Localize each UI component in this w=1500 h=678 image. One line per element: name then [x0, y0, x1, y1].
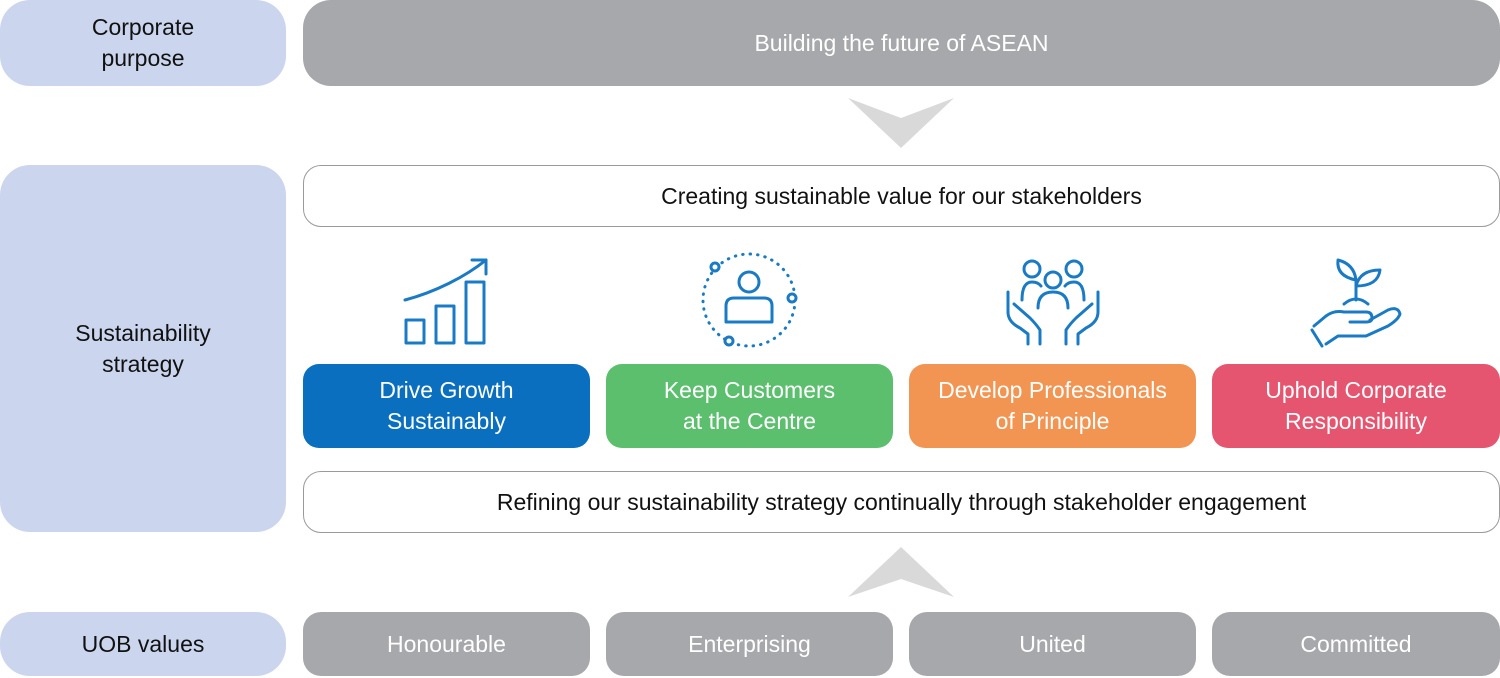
- down-arrow-icon: [848, 98, 954, 148]
- stakeholder-engagement-bar: Refining our sustainability strategy con…: [303, 471, 1500, 533]
- corporate-purpose-label: Corporate purpose: [0, 0, 286, 86]
- pillar-uphold-responsibility: Uphold Corporate Responsibility: [1212, 364, 1500, 448]
- customer-centre-icon: [696, 252, 802, 350]
- sustainability-strategy-label: Sustainability strategy: [0, 165, 286, 532]
- value-committed: Committed: [1212, 612, 1500, 676]
- people-care-icon: [1000, 256, 1106, 346]
- value-united: United: [909, 612, 1196, 676]
- pillar-develop-professionals: Develop Professionals of Principle: [909, 364, 1196, 448]
- value-enterprising: Enterprising: [606, 612, 893, 676]
- value-honourable: Honourable: [303, 612, 590, 676]
- uob-values-label: UOB values: [0, 612, 286, 676]
- up-arrow-icon: [848, 547, 954, 597]
- pillar-drive-growth: Drive Growth Sustainably: [303, 364, 590, 448]
- corporate-purpose-bar: Building the future of ASEAN: [303, 0, 1500, 86]
- stakeholder-value-bar: Creating sustainable value for our stake…: [303, 165, 1500, 227]
- pillar-keep-customers: Keep Customers at the Centre: [606, 364, 893, 448]
- growth-chart-icon: [400, 252, 492, 348]
- plant-hand-icon: [1308, 256, 1404, 348]
